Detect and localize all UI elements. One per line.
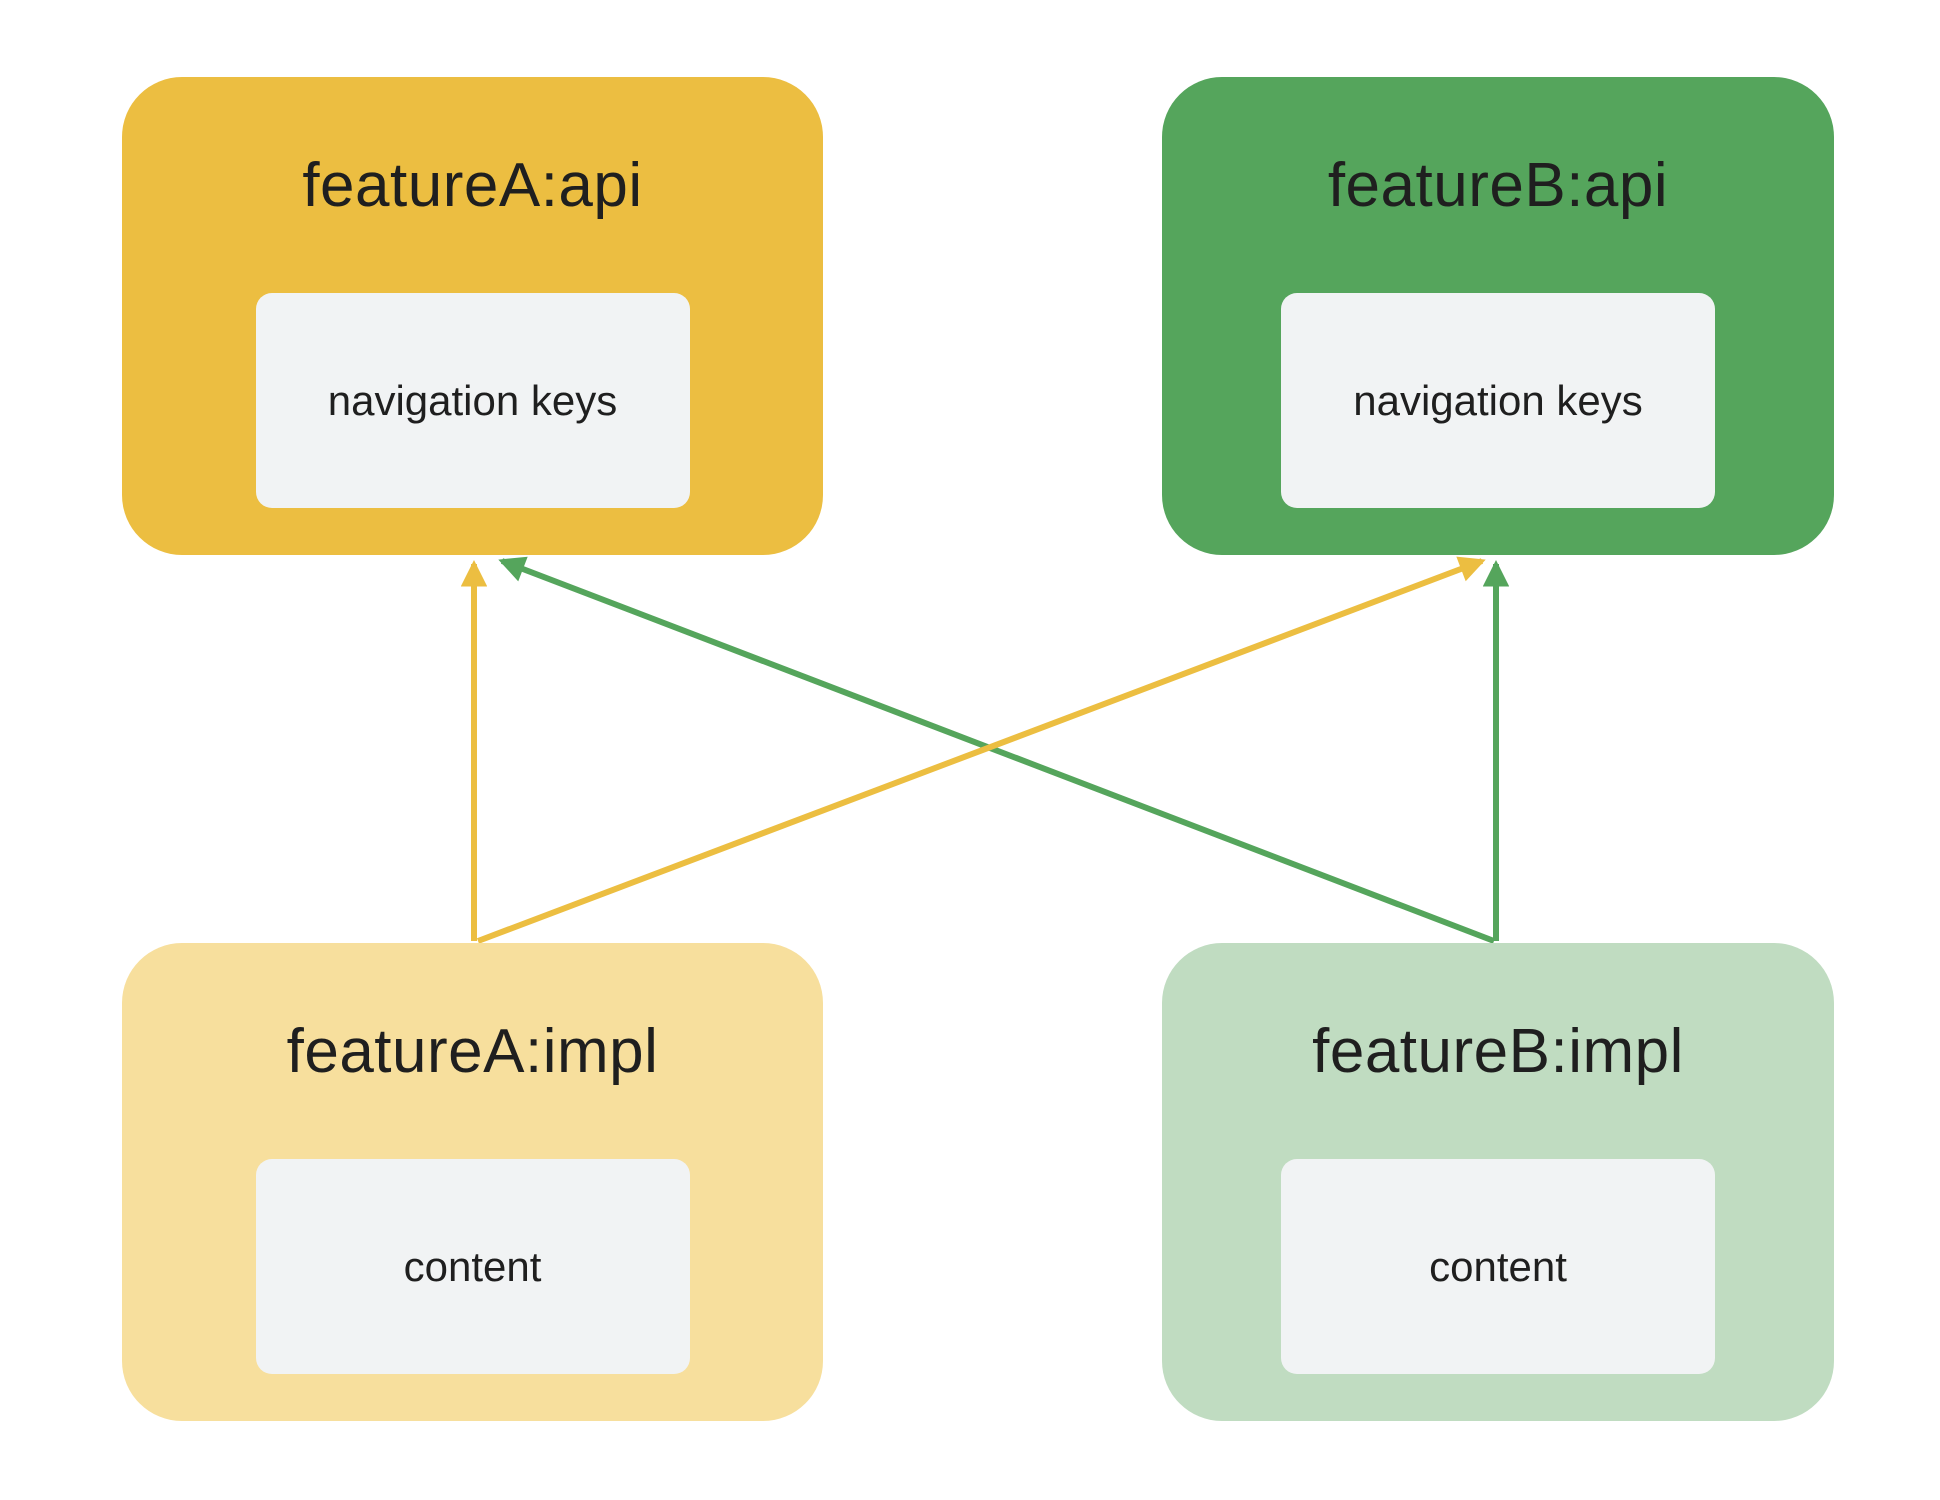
- node-featureA-api-chip: navigation keys: [255, 293, 690, 508]
- node-featureB-api: featureB:api navigation keys: [1162, 77, 1834, 555]
- node-featureA-api: featureA:api navigation keys: [122, 77, 823, 555]
- node-featureB-impl-chip: content: [1281, 1159, 1715, 1374]
- node-featureB-api-title: featureB:api: [1327, 150, 1669, 220]
- node-featureB-impl: featureB:impl content: [1162, 943, 1834, 1421]
- node-featureB-impl-title: featureB:impl: [1312, 1016, 1684, 1086]
- node-featureA-impl-chip-label: content: [403, 1242, 542, 1290]
- node-featureB-api-chip-label: navigation keys: [1353, 376, 1643, 424]
- node-featureA-api-title: featureA:api: [302, 150, 643, 220]
- node-featureA-impl: featureA:impl content: [122, 943, 823, 1421]
- edge-featureB-impl-to-featureA-api: [498, 556, 1496, 944]
- edge-featureA-impl-to-featureB-api: [476, 556, 1486, 944]
- node-featureA-impl-title: featureA:impl: [286, 1016, 659, 1086]
- node-featureB-impl-chip-label: content: [1429, 1242, 1567, 1290]
- node-featureA-impl-chip: content: [255, 1159, 690, 1374]
- node-featureA-api-chip-label: navigation keys: [327, 376, 618, 424]
- node-featureB-api-chip: navigation keys: [1281, 293, 1715, 508]
